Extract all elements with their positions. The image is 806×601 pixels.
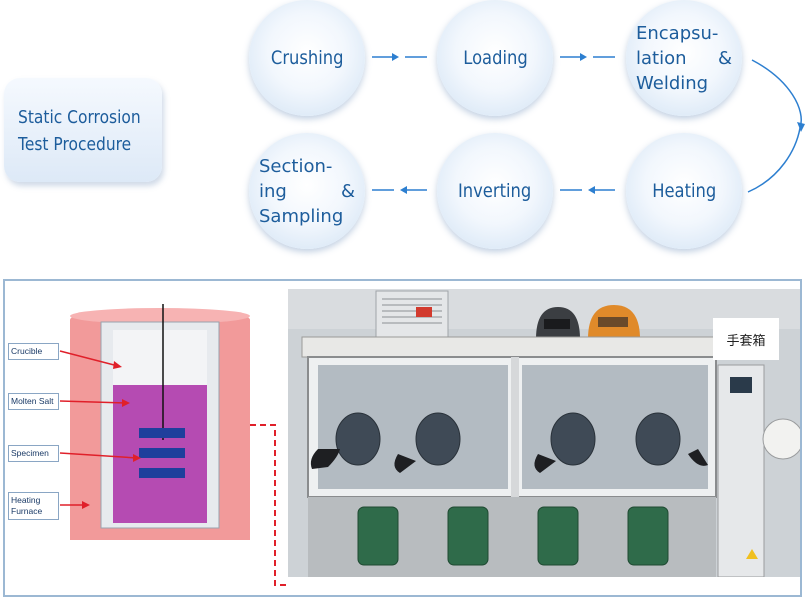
label-molten-salt-text: Molten Salt [11, 396, 54, 406]
label-molten-salt: Molten Salt [8, 393, 59, 410]
label-heating-furnace: Heating Furnace [8, 492, 59, 520]
crucible-schematic [59, 304, 290, 586]
arrow-encapsulation-heating [747, 59, 802, 193]
crucible-pointer [59, 350, 119, 367]
label-specimen-text: Specimen [11, 448, 49, 458]
arrow-inverting-sectioning [372, 186, 427, 194]
arrow-heating-inverting [560, 186, 615, 194]
step-heating-label: Heating [651, 180, 717, 202]
specimen-block-1 [139, 428, 185, 438]
photo-label-glovebox: 手套箱 [713, 318, 779, 360]
step-sectioning-line-2: ing & [259, 180, 355, 202]
crucible-inner-empty [113, 330, 207, 385]
procedure-title-box: Static Corrosion Test Procedure [4, 78, 162, 182]
arrow-loading-encapsulation [560, 53, 615, 61]
dashed-connector [250, 424, 290, 586]
arrow-crushing-loading [372, 53, 427, 61]
label-specimen: Specimen [8, 445, 59, 462]
label-crucible-text: Crucible [11, 346, 43, 356]
step-encapsulation-line-1: Encapsu- [636, 22, 719, 44]
step-sectioning-line-3: Sampling [259, 205, 344, 227]
title-line-1: Static Corrosion [18, 107, 141, 128]
step-crushing: Crushing [249, 0, 365, 116]
title-line-2: Test Procedure [18, 134, 132, 155]
step-heating: Heating [626, 133, 742, 249]
step-encapsulation-label: Encapsu- lation & Welding [636, 21, 732, 96]
molten-salt-pointer [59, 400, 127, 404]
step-loading-label: Loading [462, 47, 528, 69]
step-crushing-label: Crushing [270, 47, 344, 69]
curve-arrow-head [797, 122, 805, 132]
label-crucible: Crucible [8, 343, 59, 360]
step-loading: Loading [437, 0, 553, 116]
step-sectioning-label: Section- ing & Sampling [259, 154, 355, 229]
step-inverting-label: Inverting [458, 180, 532, 202]
step-sectioning-line-1: Section- [259, 155, 333, 177]
step-encapsulation-line-3: Welding [636, 72, 709, 94]
label-heating-furnace-line-2: Furnace [11, 506, 43, 516]
label-heating-furnace-line-1: Heating [11, 495, 41, 505]
step-inverting: Inverting [437, 133, 553, 249]
specimen-block-3 [139, 468, 185, 478]
specimen-block-2 [139, 448, 185, 458]
specimen-pointer [59, 452, 138, 459]
step-sectioning-sampling: Section- ing & Sampling [249, 133, 365, 249]
step-encapsulation-welding: Encapsu- lation & Welding [626, 0, 742, 116]
furnace-top [70, 308, 250, 324]
step-encapsulation-line-2: lation & [636, 47, 732, 69]
flow-arrows [372, 53, 805, 194]
